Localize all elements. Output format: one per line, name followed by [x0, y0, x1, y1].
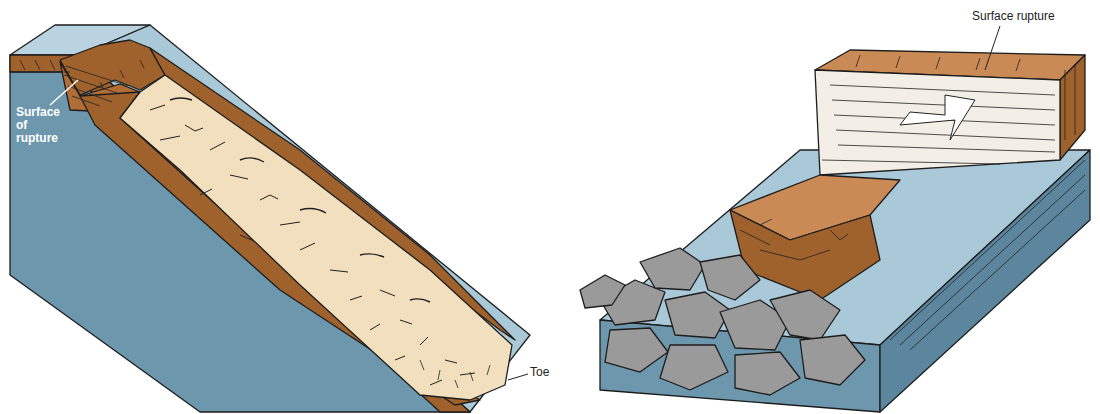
- translational-block: [580, 50, 1090, 412]
- slide-mass: [120, 75, 512, 400]
- movement-arrow: [900, 95, 975, 140]
- leader-line: [508, 374, 528, 380]
- slump-block: [10, 25, 530, 412]
- leader-line: [985, 26, 1000, 70]
- part-label: Surface rupture: [972, 10, 1082, 23]
- translational-hatching: [740, 55, 1085, 350]
- leader-line: [50, 80, 78, 105]
- part-label: Surface of rupture: [16, 106, 68, 145]
- base-right: [880, 150, 1090, 412]
- slump-cracks: [10, 60, 490, 388]
- upper-slab-side: [1060, 55, 1085, 160]
- rupture-plane: [815, 70, 1060, 175]
- part-label: Toe: [530, 366, 570, 379]
- rock-pile: [580, 248, 865, 395]
